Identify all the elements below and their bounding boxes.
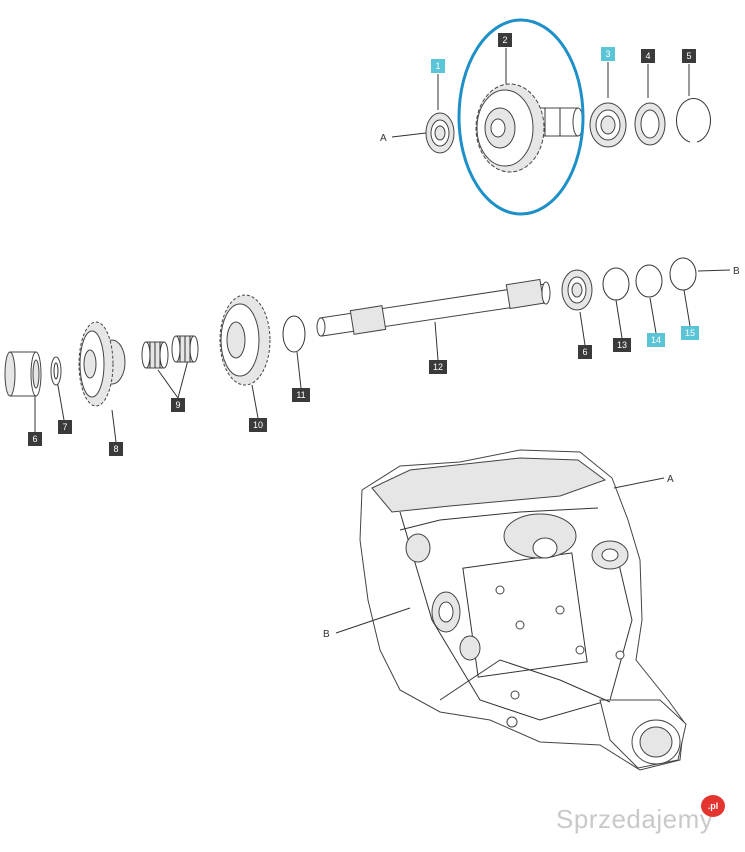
needle-bearing-part-9a <box>141 341 169 369</box>
svg-text:5: 5 <box>686 51 691 61</box>
part-label-5: 5 <box>682 49 696 63</box>
svg-text:7: 7 <box>62 422 67 432</box>
leader-line-a-top <box>391 132 427 138</box>
leader-line-9b <box>177 359 189 399</box>
bearing-part-1 <box>425 112 455 154</box>
circlip-part-5 <box>676 97 711 143</box>
double-gear-part-8 <box>78 321 126 407</box>
o-ring-part-11 <box>282 315 306 353</box>
part-label-8: 8 <box>109 442 123 456</box>
leader-line-b-housing <box>335 607 411 634</box>
svg-text:11: 11 <box>296 390 305 400</box>
watermark-text: Sprzedajemy <box>556 804 713 834</box>
svg-text:6: 6 <box>582 347 587 357</box>
svg-text:3: 3 <box>605 49 610 59</box>
shaft-part-12 <box>316 278 551 337</box>
leader-line-9a <box>157 369 179 399</box>
bearing-part-3 <box>589 102 627 148</box>
part-label-9: 9 <box>171 398 185 412</box>
part-label-6-right: 6 <box>578 345 592 359</box>
part-label-3: 3 <box>601 47 615 61</box>
svg-text:8: 8 <box>113 444 118 454</box>
letter-a-housing: A <box>667 474 674 485</box>
watermark: Sprzedajemy .pl <box>556 795 725 834</box>
washer-part-7 <box>50 356 62 386</box>
svg-text:4: 4 <box>645 51 650 61</box>
svg-text:12: 12 <box>433 362 443 372</box>
ring-part-13 <box>602 267 630 301</box>
leader-line-14 <box>649 297 657 334</box>
gear-part-10 <box>219 294 271 386</box>
part-label-14: 14 <box>647 333 665 347</box>
svg-text:13: 13 <box>617 340 627 350</box>
leader-line-6b <box>579 311 586 346</box>
part-label-12: 12 <box>429 360 447 374</box>
leader-line-13 <box>615 299 623 339</box>
svg-text:1: 1 <box>435 61 440 71</box>
leader-line-7 <box>56 379 65 421</box>
transmission-housing <box>359 449 687 771</box>
bearing-part-6-left <box>4 351 42 397</box>
svg-text:10: 10 <box>253 420 263 430</box>
part-label-15: 15 <box>681 326 699 340</box>
svg-text:2: 2 <box>502 35 507 45</box>
svg-text:6: 6 <box>32 434 37 444</box>
watermark-badge-text: .pl <box>708 801 719 811</box>
leader-line-12 <box>434 321 439 361</box>
part-label-6-left: 6 <box>28 432 42 446</box>
leader-line-15 <box>683 289 691 327</box>
svg-text:9: 9 <box>175 400 180 410</box>
ring-part-15 <box>669 257 697 291</box>
highlight-ring <box>457 18 585 216</box>
bearing-part-6-right <box>561 269 593 311</box>
letter-a-top: A <box>380 133 387 144</box>
ring-part-14 <box>635 264 663 298</box>
svg-text:14: 14 <box>651 335 661 345</box>
part-label-1: 1 <box>431 59 445 73</box>
leader-line-8 <box>111 409 117 443</box>
letter-b-top: B <box>733 266 740 277</box>
leader-line-b-top <box>697 269 731 272</box>
part-label-4: 4 <box>641 49 655 63</box>
leader-line-a-housing <box>613 477 665 489</box>
gear-shaft-part-2 <box>475 83 584 173</box>
part-label-11: 11 <box>292 388 310 402</box>
part-label-13: 13 <box>613 338 631 352</box>
letter-b-housing: B <box>323 629 330 640</box>
part-label-10: 10 <box>249 418 267 432</box>
part-label-2: 2 <box>498 33 512 47</box>
leader-line-11 <box>296 351 302 389</box>
part-label-7: 7 <box>58 420 72 434</box>
watermark-badge-icon <box>701 795 725 817</box>
svg-text:15: 15 <box>685 328 695 338</box>
leader-line-10 <box>251 384 259 419</box>
washer-part-4 <box>634 102 666 146</box>
needle-bearing-part-9b <box>171 335 199 363</box>
